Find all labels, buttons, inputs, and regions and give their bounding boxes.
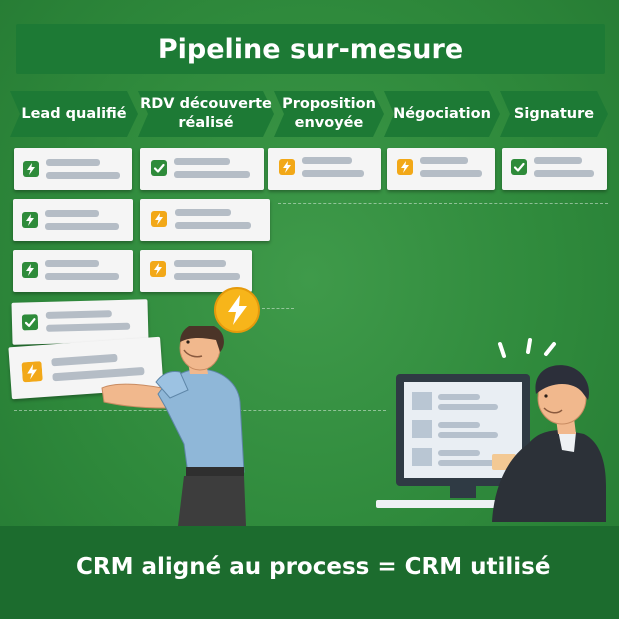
- tagline: CRM aligné au process = CRM utilisé: [76, 554, 551, 580]
- deal-card[interactable]: [11, 299, 149, 345]
- lightning-badge: [397, 159, 413, 175]
- dashed-guide: [278, 203, 608, 204]
- deal-card-being-moved[interactable]: [8, 336, 164, 400]
- stage-signature: Signature: [500, 91, 608, 137]
- lightning-icon: [23, 161, 39, 177]
- deal-card[interactable]: [140, 199, 270, 241]
- stage-rdv-decouverte: RDV découverte réalisé: [138, 91, 274, 137]
- page-title: Pipeline sur-mesure: [157, 33, 464, 65]
- stage-label-line: Signature: [513, 105, 595, 122]
- stage-proposition-envoyee: Proposition envoyée: [274, 91, 384, 137]
- lightning-icon: [22, 262, 38, 278]
- deal-card[interactable]: [14, 148, 132, 190]
- lightning-badge: [279, 159, 295, 175]
- card-line: [45, 310, 112, 319]
- check-badge: [151, 160, 167, 176]
- deal-card[interactable]: [268, 148, 381, 190]
- title-banner: Pipeline sur-mesure: [16, 24, 605, 74]
- lightning-icon: [21, 361, 43, 383]
- card-line: [174, 273, 240, 280]
- check-icon: [511, 159, 527, 175]
- lightning-icon: [397, 159, 413, 175]
- card-line: [420, 157, 468, 164]
- stage-label-line: Négociation: [393, 105, 491, 122]
- card-line: [534, 157, 582, 164]
- lightning-icon: [150, 261, 166, 277]
- man-moving-card-illustration: [101, 326, 246, 526]
- computer-monitor-illustration: [376, 374, 530, 508]
- stage-arrow-shape: [138, 91, 274, 137]
- card-line: [45, 260, 99, 267]
- check-icon: [21, 314, 39, 331]
- card-line: [45, 210, 99, 217]
- card-line: [175, 222, 251, 229]
- stage-label-line: RDV découverte: [140, 96, 272, 112]
- card-line: [420, 170, 482, 177]
- stage-label-line: Proposition: [282, 96, 376, 112]
- stage-label-line: réalisé: [178, 115, 234, 131]
- footer-banner: CRM aligné au process = CRM utilisé: [0, 526, 619, 619]
- stage-label: Négociation: [393, 105, 491, 124]
- stage-lead-qualifie: Lead qualifié: [10, 91, 138, 137]
- lightning-badge: [22, 262, 38, 278]
- stage-label: RDV découverte réalisé: [140, 95, 272, 133]
- lightning-badge: [22, 212, 38, 228]
- lightning-icon: [151, 211, 167, 227]
- lightning-badge: [150, 261, 166, 277]
- lightning-badge: [21, 361, 43, 383]
- deal-card[interactable]: [13, 199, 133, 241]
- man-at-computer-illustration: [492, 338, 606, 522]
- card-line: [45, 273, 119, 280]
- card-line: [534, 170, 594, 177]
- stage-label: Proposition envoyée: [282, 95, 376, 133]
- stage-label-line: Lead qualifié: [21, 105, 127, 122]
- check-icon: [151, 160, 167, 176]
- check-badge: [21, 314, 39, 331]
- lightning-icon: [22, 212, 38, 228]
- deal-card[interactable]: [387, 148, 495, 190]
- card-line: [45, 223, 119, 230]
- deal-card[interactable]: [140, 148, 264, 190]
- lightning-icon: [214, 287, 260, 333]
- stage-arrow-shape: [274, 91, 384, 137]
- stage-arrow-shape: [500, 91, 608, 137]
- card-line: [302, 170, 364, 177]
- dashed-guide: [262, 308, 294, 309]
- card-line: [46, 172, 120, 179]
- stage-label: Lead qualifié: [21, 105, 126, 124]
- lightning-icon: [279, 159, 295, 175]
- card-line: [175, 209, 231, 216]
- card-line: [174, 171, 250, 178]
- stage-label-line: envoyée: [294, 115, 364, 131]
- card-line: [174, 260, 226, 267]
- deal-card[interactable]: [140, 250, 252, 292]
- deal-card[interactable]: [13, 250, 133, 292]
- deal-card[interactable]: [502, 148, 607, 190]
- lightning-badge: [23, 161, 39, 177]
- check-badge: [511, 159, 527, 175]
- stage-negociation: Négociation: [384, 91, 500, 137]
- stage-arrow-shape: [10, 91, 138, 137]
- card-line: [174, 158, 230, 165]
- stage-arrow-shape: [384, 91, 500, 137]
- lightning-badge: [151, 211, 167, 227]
- stage-label: Signature: [514, 105, 594, 124]
- card-line: [46, 159, 100, 166]
- card-line: [302, 157, 352, 164]
